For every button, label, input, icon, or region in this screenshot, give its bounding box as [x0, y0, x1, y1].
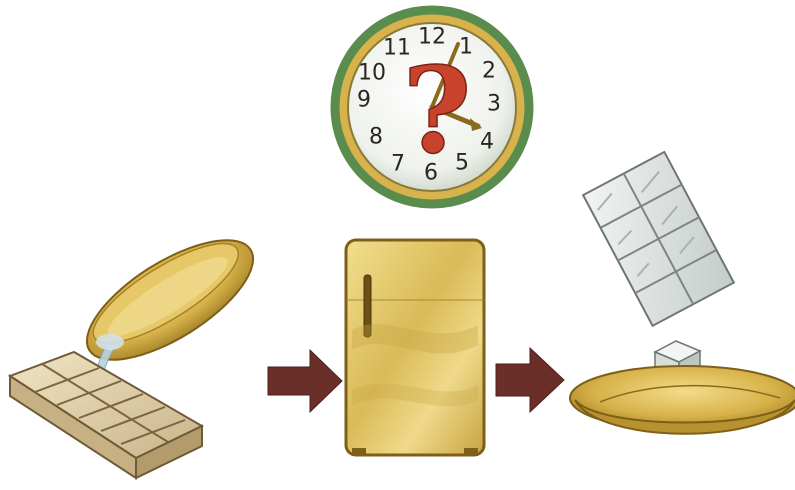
clock-numeral-2: 2 — [482, 59, 496, 84]
clock-numeral-9: 9 — [357, 88, 371, 113]
step-frozen-ice — [570, 152, 795, 434]
receiving-bowl — [570, 366, 795, 434]
pouring-bowl — [69, 217, 270, 382]
arrow-right-icon — [496, 348, 564, 412]
step-pour-water — [10, 217, 271, 478]
frozen-ice-tray — [583, 152, 734, 326]
arrow-right-icon — [268, 350, 342, 412]
clock-numeral-3: 3 — [487, 92, 501, 117]
clock-numeral-8: 8 — [369, 125, 383, 150]
question-mark-symbol: ? — [402, 41, 471, 180]
refrigerator — [346, 240, 484, 456]
clock: 12 1 2 3 4 5 6 7 8 9 10 11 ? — [335, 10, 529, 204]
clock-numeral-4: 4 — [480, 130, 494, 155]
empty-ice-tray — [10, 352, 202, 478]
clock-numeral-10: 10 — [358, 61, 386, 86]
